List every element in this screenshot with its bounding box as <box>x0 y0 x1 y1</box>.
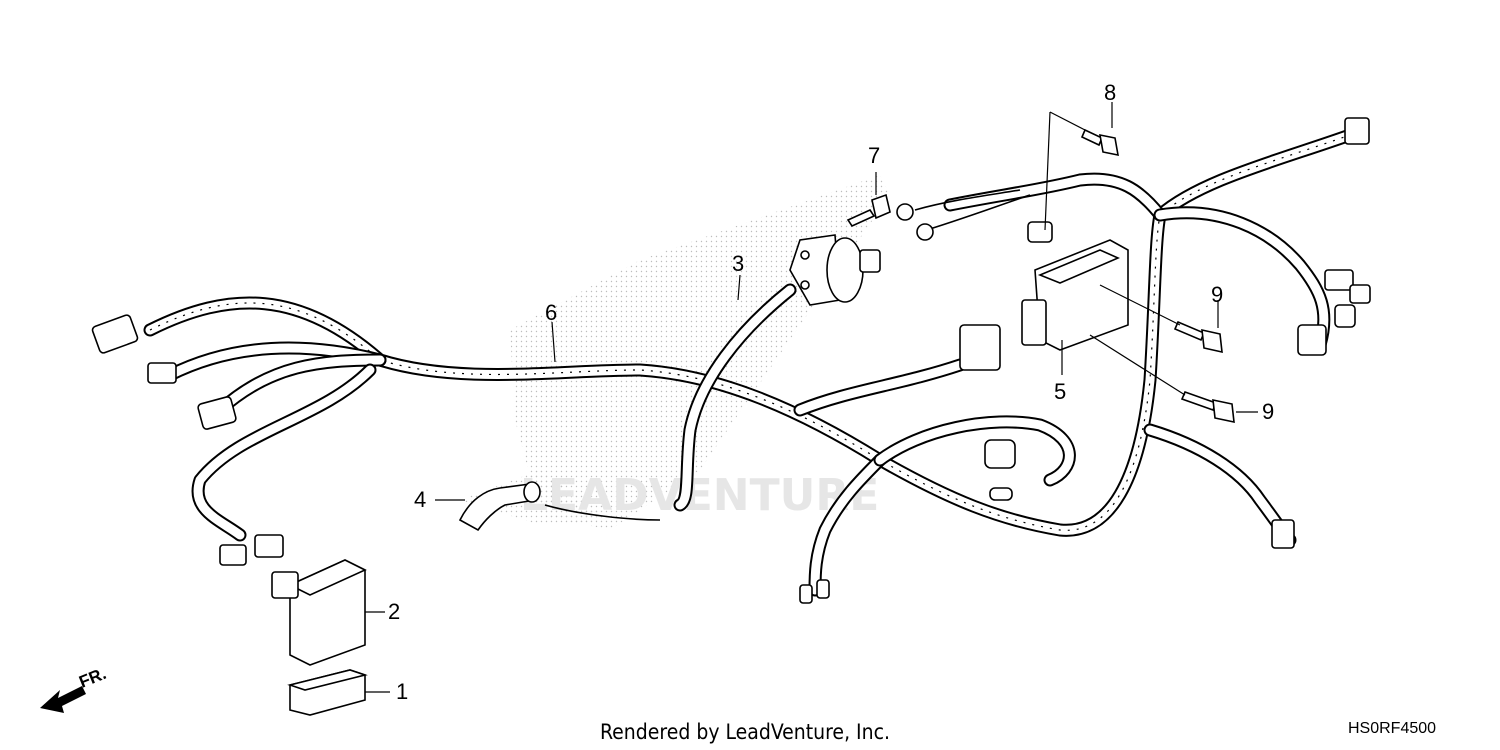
part-9-bolt-lower <box>1180 390 1235 424</box>
footer-credit: Rendered by LeadVenture, Inc. <box>600 720 890 744</box>
callout-7: 7 <box>868 143 880 168</box>
part-2-module <box>271 559 367 666</box>
part-3-starter-relay <box>673 234 881 512</box>
bottom-connectors <box>799 439 1016 604</box>
callout-2: 2 <box>388 599 400 624</box>
front-direction-arrow: FR. <box>40 664 109 713</box>
right-connectors <box>959 117 1371 549</box>
part-5-regulator <box>1021 239 1129 351</box>
leader-lines <box>365 102 1258 693</box>
callout-8: 8 <box>1104 80 1116 105</box>
left-connectors <box>91 314 284 566</box>
diagram-code: HS0RF4500 <box>1348 720 1436 737</box>
wire-harness <box>143 128 1357 597</box>
top-terminals <box>896 189 1053 243</box>
callout-1: 1 <box>396 679 408 704</box>
callout-3: 3 <box>732 251 744 276</box>
front-label: FR. <box>76 664 109 692</box>
part-9-bolt-upper <box>1173 320 1223 354</box>
part-7-bolt <box>846 193 891 228</box>
callout-5: 5 <box>1054 379 1066 404</box>
svg-text:LEADVENTURE: LEADVENTURE <box>520 470 879 521</box>
part-1-cap <box>287 669 368 716</box>
part-8-bolt <box>1080 128 1119 157</box>
part-4-plug-cap <box>458 481 661 532</box>
arrow-icon <box>40 686 86 713</box>
callout-6: 6 <box>545 300 557 325</box>
callouts: 1 2 3 4 5 6 7 8 9 9 <box>388 80 1274 704</box>
callout-9-upper: 9 <box>1211 282 1223 307</box>
watermark: LEADVENTURE <box>520 470 879 521</box>
callout-4: 4 <box>414 487 426 512</box>
callout-9-lower: 9 <box>1262 399 1274 424</box>
